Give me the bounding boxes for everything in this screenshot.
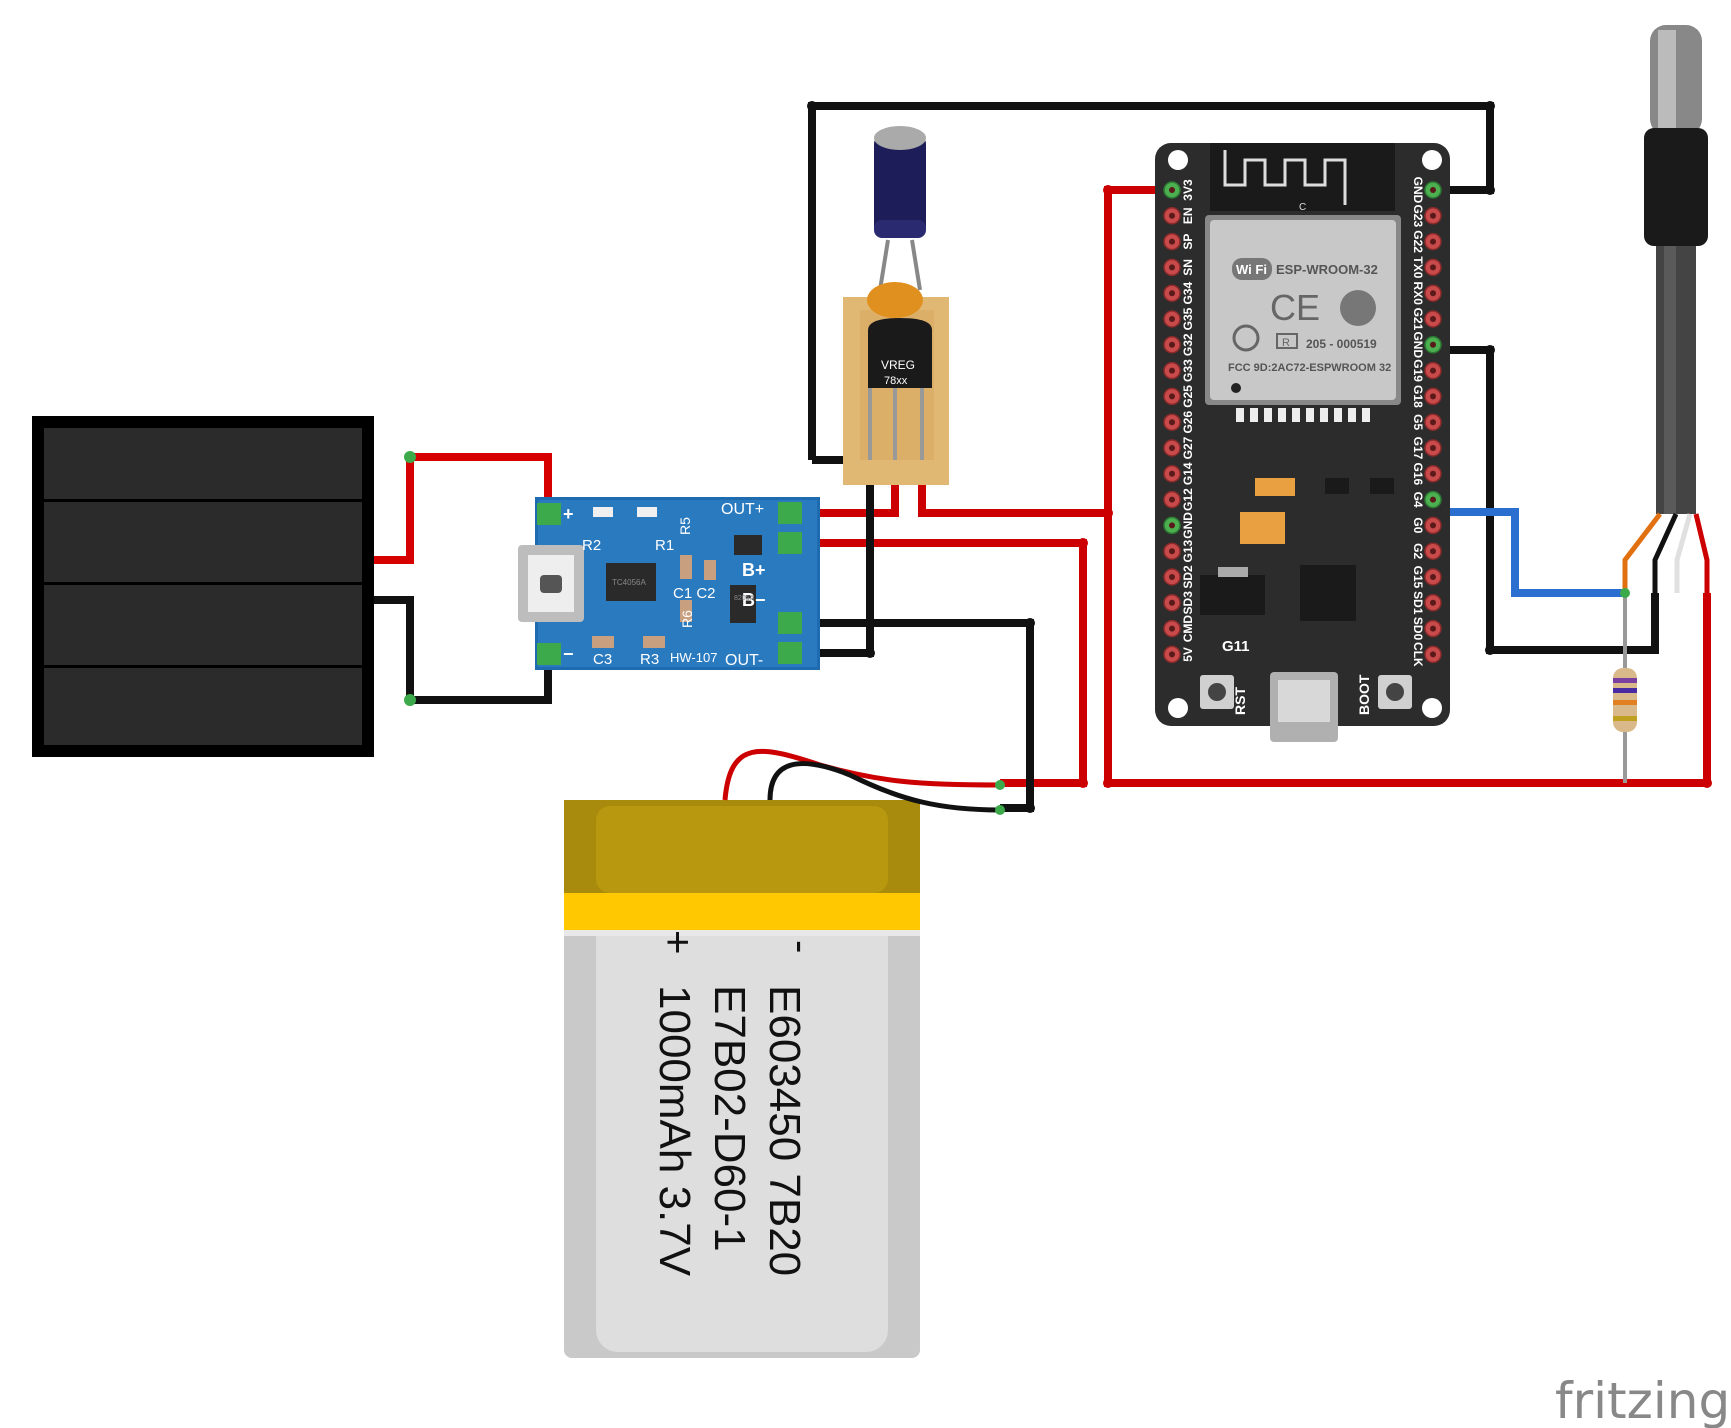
esp32-right-pin-label: G17 [1411,437,1425,460]
esp32-left-pin-label: 5V [1181,647,1195,662]
tp4056-r2-label: R2 [582,537,601,554]
regulator-line1-label: VREG [881,358,915,372]
tp4056-c3-label: C3 [593,651,612,668]
regulator-line2-label: 78xx [884,375,908,387]
battery-label-line2: E7B02-D60-1 [705,985,754,1252]
esp32-g11-label: G11 [1222,638,1250,655]
battery-label-line1: E603450 7B20 [760,985,809,1276]
esp32-wifi-logo [1340,290,1376,326]
esp32-left-pin-label: G32 [1181,333,1195,356]
wire-data-blue [1433,508,1625,597]
tp4056-model-label: HW-107 [670,650,717,665]
esp32-left-pin-label: G34 [1181,282,1195,305]
esp32-right-pin-label: G4 [1411,492,1425,508]
tp4056-b-plus-label: B+ [742,560,766,580]
esp32-right-pin-label: G16 [1411,462,1425,485]
esp32-right-pin-label: G22 [1411,230,1425,253]
ds18b20-temperature-probe [1622,25,1710,593]
esp32-right-pin-label: GND [1411,331,1425,358]
tp4056-c1c2-label: C1 C2 [673,585,716,602]
esp32-right-pin-label: SD1 [1411,591,1425,615]
esp32-right-pin-label: GND [1411,177,1425,204]
esp32-module-name: ESP-WROOM-32 [1276,262,1378,277]
tp4056-b-minus-label: B− [742,590,766,610]
battery-red-lead [722,748,1001,801]
wire-solar-positive [374,453,552,564]
esp32-wifi-label: Wi Fi [1236,262,1267,277]
pullup-resistor [1613,668,1637,732]
tp4056-r5-label: R5 [677,517,693,535]
wire-b-plus [790,539,1087,787]
esp32-right-pin-label: G19 [1411,359,1425,382]
esp32-pin-headers: 3V3ENSPSNG34G35G32G33G25G26G27G14G12GNDG… [1163,177,1442,667]
esp32-left-pin-label: GND [1181,512,1195,539]
esp32-left-pin-label: SN [1181,259,1195,276]
esp32-cert-label: 205 - 000519 [1306,337,1377,351]
esp32-right-pin-label: G0 [1411,517,1425,533]
tp4056-r3-label: R3 [640,651,659,668]
esp32-right-pin-label: TX0 [1411,256,1425,278]
esp32-right-pin-label: G23 [1411,204,1425,227]
battery-minus-label: - [779,940,823,953]
esp32-r-mark: R [1282,337,1290,349]
esp32-left-pin-label: SD3 [1181,591,1195,615]
tp4056-charger-module: + − R2 R1 R5 C1 C2 R6 C3 R3 HW-107 OUT+ … [518,497,820,670]
esp32-left-pin-label: G14 [1181,462,1195,485]
esp32-fcc-label: FCC 9D:2AC72-ESPWROOM 32 [1228,362,1391,374]
esp32-left-pin-label: CMD [1181,615,1195,643]
voltage-regulator-assembly: VREG 78xx [843,126,949,485]
tp4056-plus-label: + [563,504,574,524]
fritzing-logo: fritzing [1555,1372,1730,1428]
wire-b-minus [790,619,1034,812]
esp32-boot-label: BOOT [1356,674,1372,715]
endpoint-markers [404,451,1630,815]
esp32-left-pin-label: G33 [1181,359,1195,382]
junction-dots [807,101,1495,813]
esp32-right-pin-label: CLK [1411,642,1425,667]
battery-label-line3: 1000mAh 3.7V [650,985,699,1277]
esp32-left-pin-label: G13 [1181,540,1195,563]
esp32-ce-mark: CE [1270,287,1320,328]
esp32-left-pin-label: EN [1181,207,1195,224]
esp32-right-pin-label: RX0 [1411,282,1425,306]
esp32-left-pin-label: G27 [1181,436,1195,459]
esp32-right-pin-label: G15 [1411,566,1425,589]
esp32-right-pin-label: G18 [1411,385,1425,408]
esp32-left-pin-label: G26 [1181,411,1195,434]
esp32-right-pin-label: G2 [1411,543,1425,559]
esp32-c-mark: C [1299,202,1306,213]
tp4056-r1-label: R1 [655,537,674,554]
tp4056-minus-label: − [563,644,574,664]
esp32-right-pin-label: G5 [1411,414,1425,430]
esp32-left-pin-label: G25 [1181,385,1195,408]
esp32-rst-label: RST [1232,687,1248,715]
battery-plus-label: + [655,930,702,955]
esp32-left-pin-label: 3V3 [1181,179,1195,201]
esp32-left-pin-label: SD2 [1181,565,1195,589]
esp32-left-pin-label: SP [1181,234,1195,250]
tp4056-out-minus-label: OUT- [725,652,763,669]
esp32-left-pin-label: G35 [1181,307,1195,330]
lipo-battery: - + E603450 7B20 E7B02-D60-1 1000mAh 3.7… [564,800,920,1358]
battery-black-lead [767,761,1001,813]
solar-panel [32,416,374,757]
tp4056-out-plus-label: OUT+ [721,501,764,518]
tp4056-chip2-label: 8205A [734,595,755,602]
tp4056-r6-label: R6 [679,610,695,628]
esp32-left-pin-label: G12 [1181,488,1195,511]
esp32-devkit-board: C Wi Fi ESP-WROOM-32 CE R 205 - 000519 F… [1155,143,1450,742]
esp32-right-pin-label: SD0 [1411,617,1425,641]
wire-esp-gnd-sensor [1433,346,1659,654]
tp4056-chip1-label: TC4056A [612,578,646,587]
wire-reg-out [918,186,1170,517]
esp32-right-pin-label: G21 [1411,308,1425,331]
